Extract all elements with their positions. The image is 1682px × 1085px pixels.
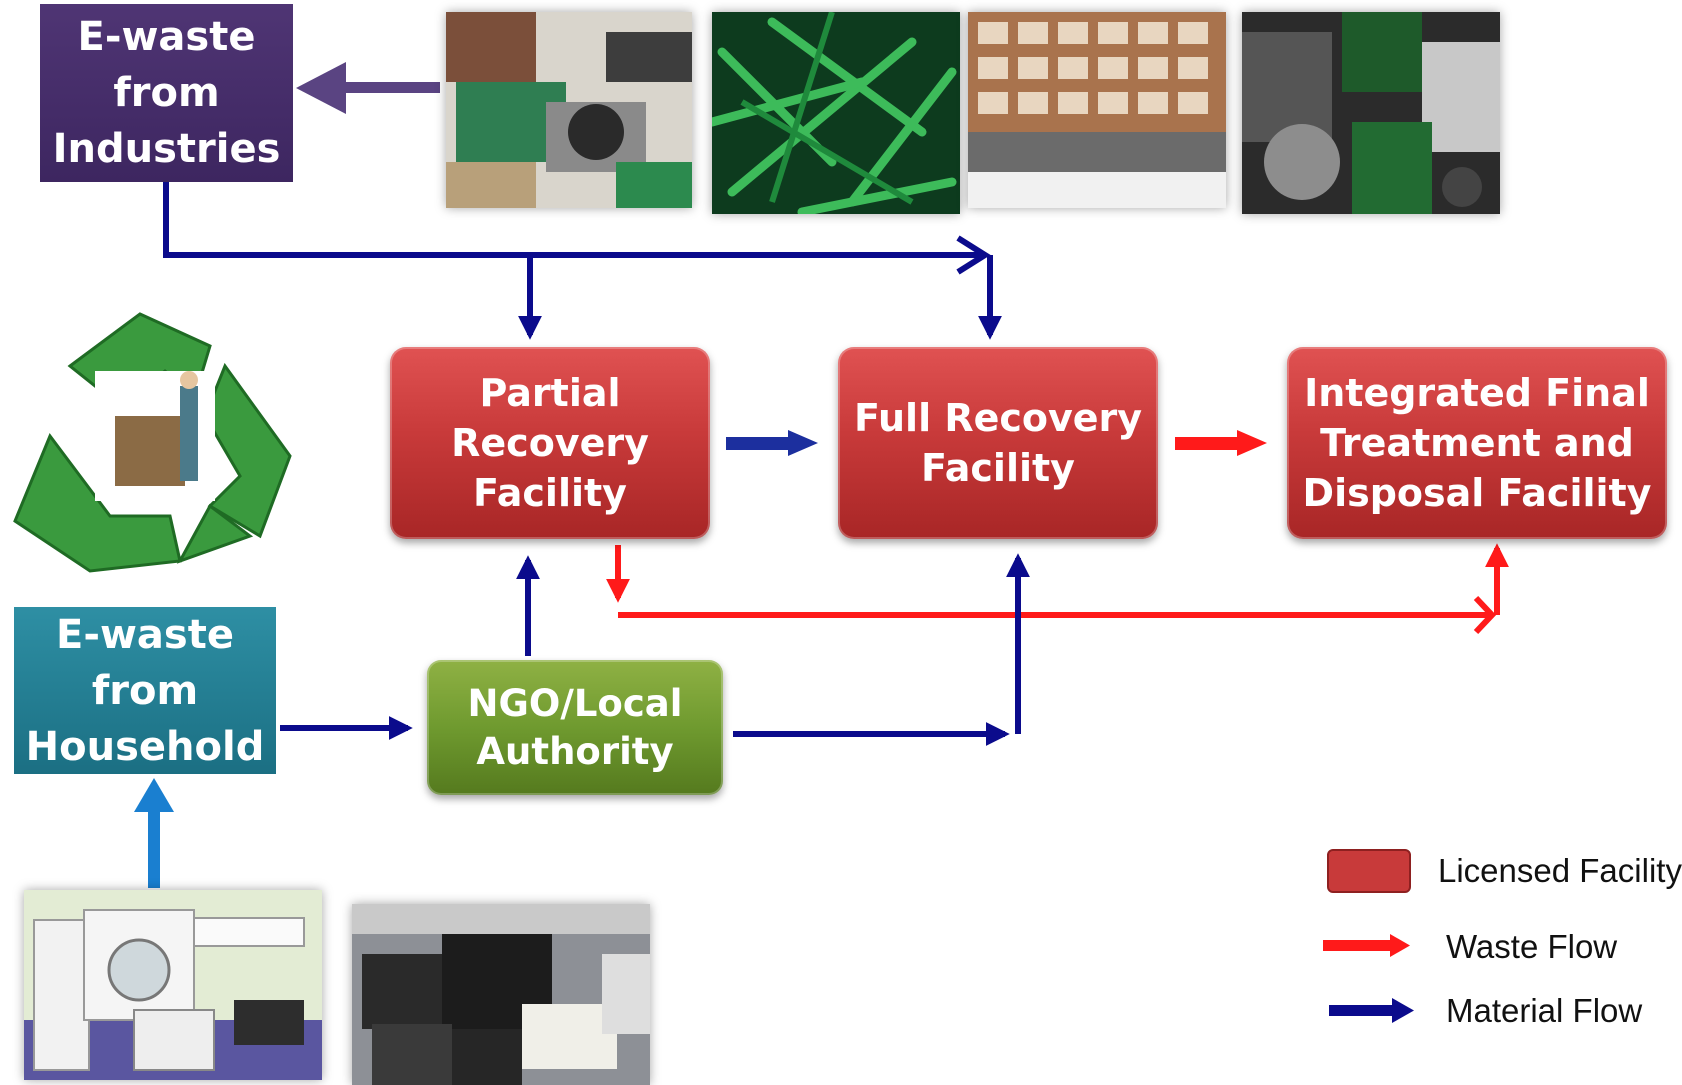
waste-flow-full-to-final [1175, 430, 1267, 456]
legend-material-arrow [1329, 998, 1414, 1023]
old-tvs-photo [352, 904, 650, 1085]
ewaste-household-box: E-waste from Household [14, 607, 276, 774]
ngo-local-authority-box: NGO/Local Authority [427, 660, 723, 795]
material-flow-ngo-to-full [733, 553, 1030, 746]
material-flow-industries [163, 182, 1002, 340]
legend-waste-flow-label: Waste Flow [1446, 928, 1618, 965]
green-pcb-scrap-photo [712, 12, 960, 214]
memory-modules-photo [968, 12, 1226, 208]
partial-recovery-facility-box: Partial Recovery Facility [390, 347, 710, 539]
legend-material-flow-label: Material Flow [1446, 992, 1643, 1029]
final-treatment-facility-box: Integrated Final Treatment and Disposal … [1287, 347, 1667, 539]
legend-licensed-facility-label: Licensed Facility [1438, 852, 1682, 889]
full-recovery-facility-box: Full Recovery Facility [838, 347, 1158, 539]
waste-flow-partial-to-final [606, 543, 1509, 635]
recycle-symbol-graphic [10, 306, 300, 581]
cpu-chips-photo [446, 12, 692, 208]
legend-licensed-swatch [1327, 849, 1411, 893]
hard-drives-photo [1242, 12, 1500, 214]
material-flow-partial-to-full [726, 430, 818, 456]
household-appliances-photo [24, 890, 322, 1080]
ewaste-industries-box: E-waste from Industries [40, 4, 293, 182]
arrow-photos-to-household [134, 778, 174, 888]
arrow-photos-to-industries [296, 62, 440, 114]
legend-waste-arrow [1323, 934, 1410, 957]
